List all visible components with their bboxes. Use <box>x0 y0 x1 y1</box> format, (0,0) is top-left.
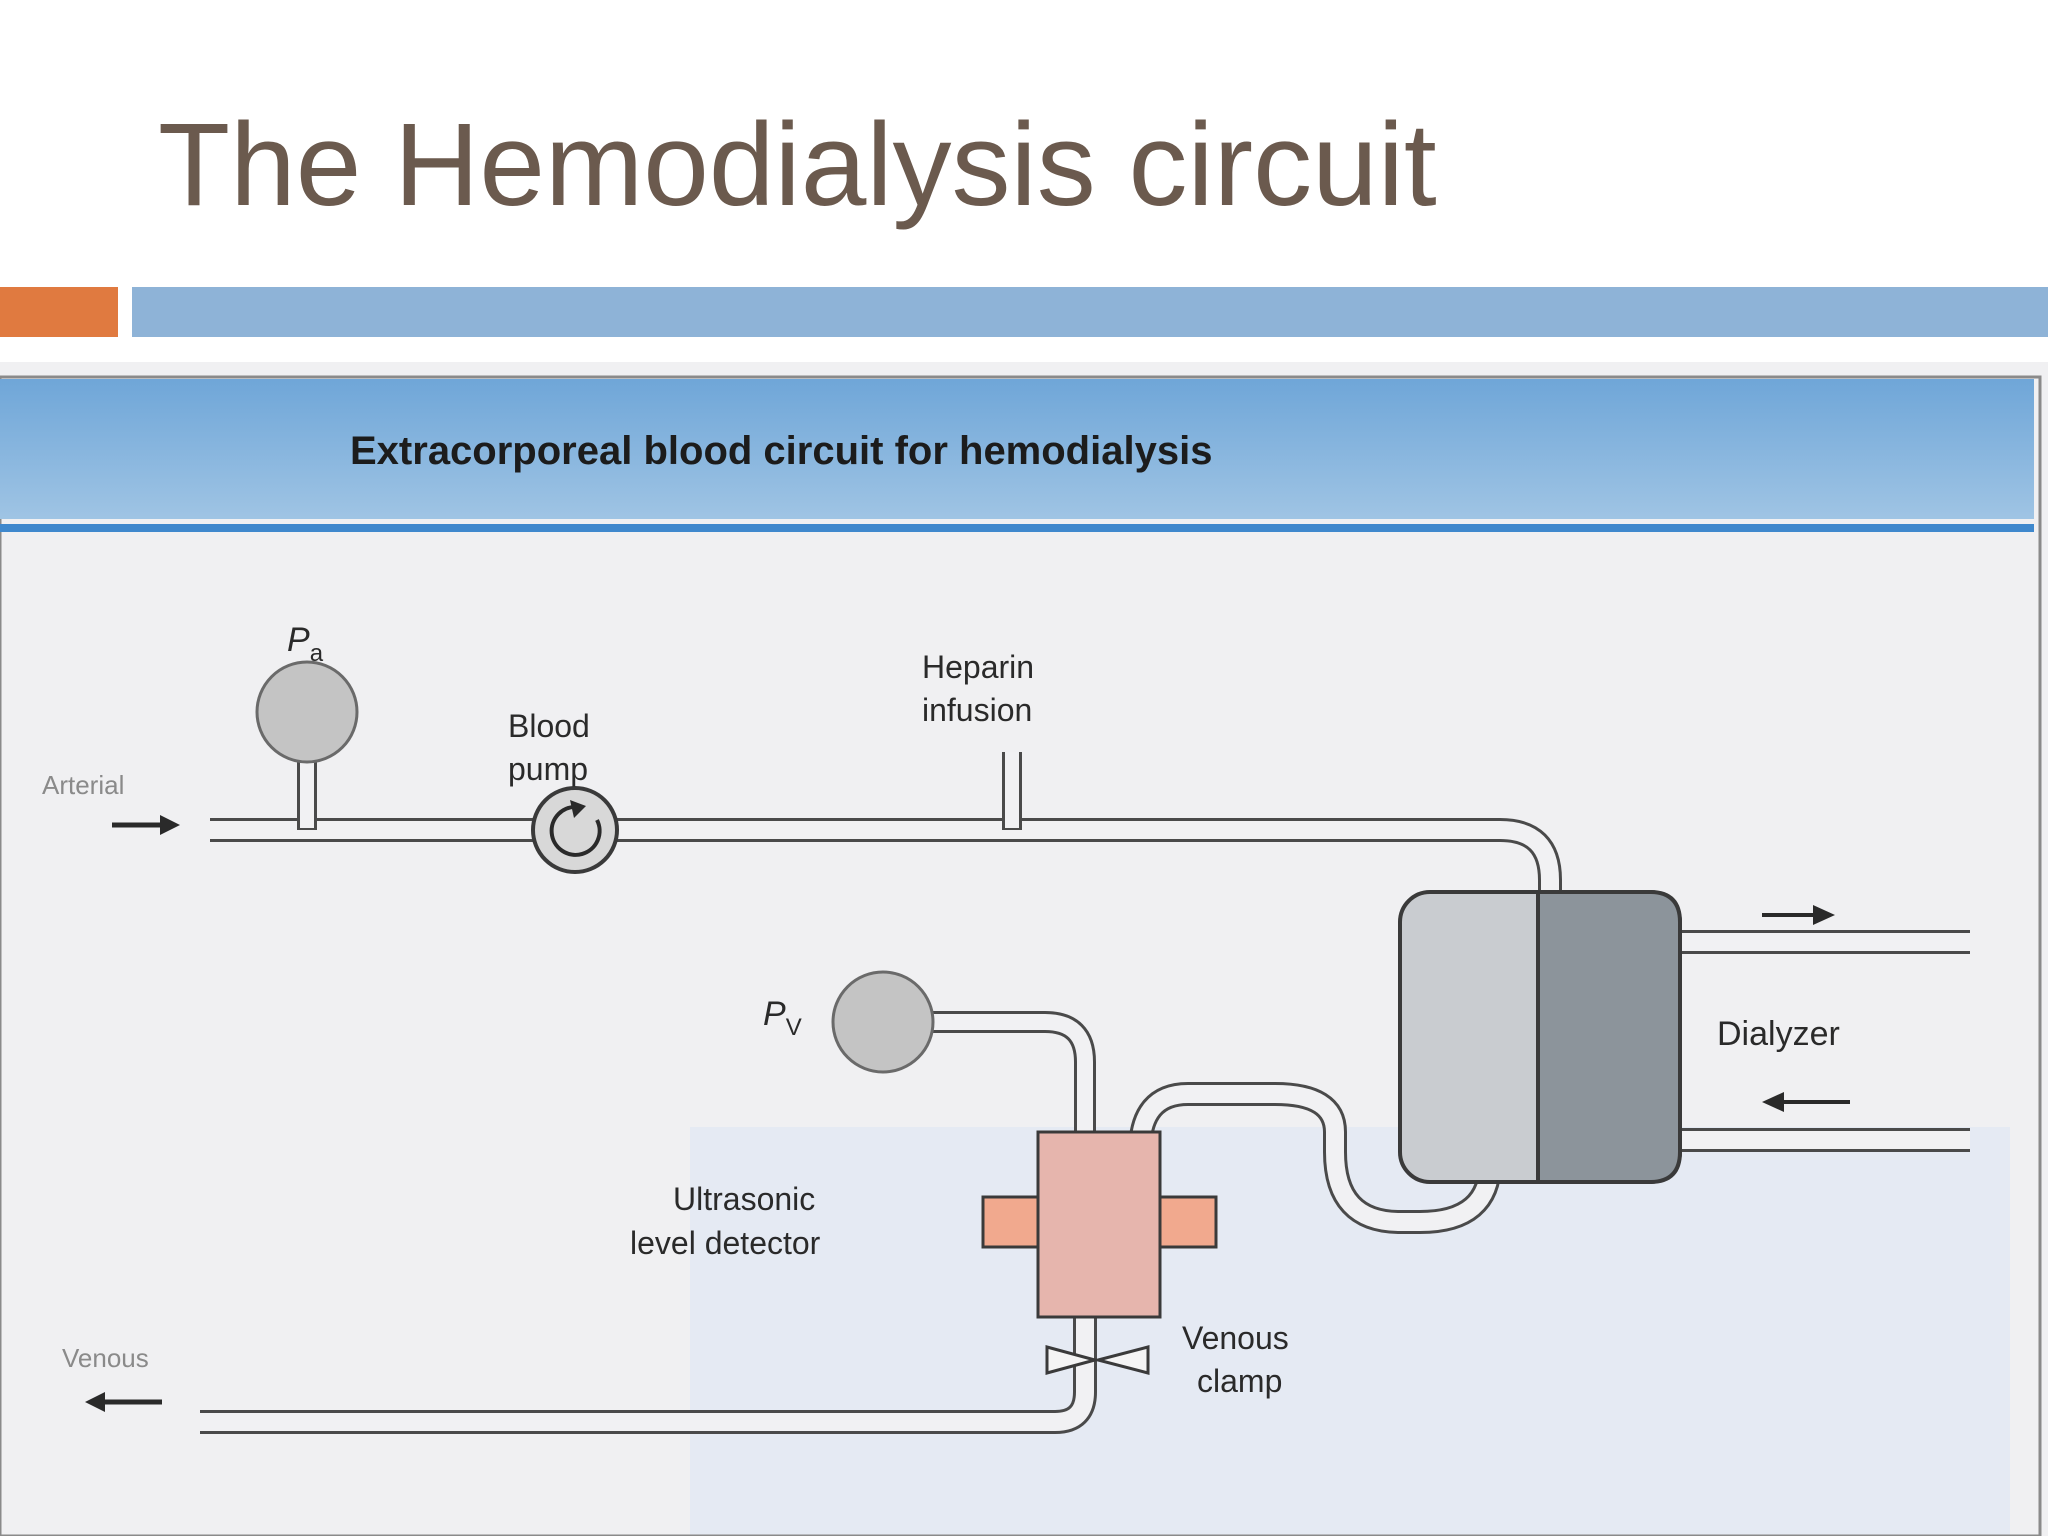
dialysate-in-arrow-icon <box>1762 1092 1784 1112</box>
arterial-flow-arrow-icon <box>160 815 180 835</box>
figure-header-band <box>0 379 2034 519</box>
blood-pump-label-line2: pump <box>508 751 588 787</box>
circuit-diagram: Extracorporeal blood circuit for hemodia… <box>0 362 2048 1536</box>
venous-clamp-label-line2: clamp <box>1197 1363 1282 1399</box>
pv-line <box>930 1014 1093 1132</box>
figure-border <box>0 375 2042 1536</box>
pv-label: PV <box>763 995 802 1041</box>
blood-pump <box>531 786 619 874</box>
pump-rotation-arrowhead <box>570 800 586 818</box>
dialyzer-label: Dialyzer <box>1717 1015 1840 1053</box>
venous-clamp-label-line1: Venous <box>1182 1320 1289 1356</box>
arterial-line <box>210 821 1559 917</box>
arterial-label: Arterial <box>42 770 124 800</box>
heparin-label-line2: infusion <box>922 692 1032 728</box>
dialyzer-outlet-line <box>1131 1085 1499 1231</box>
detector-label-line2: level detector <box>630 1225 821 1261</box>
circuit-figure: Extracorporeal blood circuit for hemodia… <box>0 362 2048 1536</box>
dialyzer-dialysate-compartment <box>1536 890 1682 1184</box>
dialysate-out-arrow-icon <box>1813 905 1835 925</box>
detector-label-line1: Ultrasonic <box>673 1181 815 1217</box>
venous-flow-arrow-icon <box>85 1392 105 1412</box>
venous-label: Venous <box>62 1343 149 1373</box>
pa-gauge <box>255 660 359 764</box>
figure-header: Extracorporeal blood circuit for hemodia… <box>350 429 1212 473</box>
figure-header-underline <box>0 524 2034 532</box>
ultrasonic-level-detector <box>1036 1130 1162 1319</box>
pv-gauge <box>831 970 935 1074</box>
pump-rotation-icon <box>549 804 602 857</box>
venous-line <box>200 1317 1094 1431</box>
blood-pump-label-line1: Blood <box>508 708 590 744</box>
slide-title: The Hemodialysis circuit <box>158 99 1437 231</box>
heparin-label-line1: Heparin <box>922 649 1034 685</box>
venous-clamp <box>1045 1345 1150 1375</box>
pa-label: Pa <box>287 621 324 667</box>
title-accent-bar-blue <box>132 287 2048 337</box>
title-accent-bar-orange <box>0 287 118 337</box>
